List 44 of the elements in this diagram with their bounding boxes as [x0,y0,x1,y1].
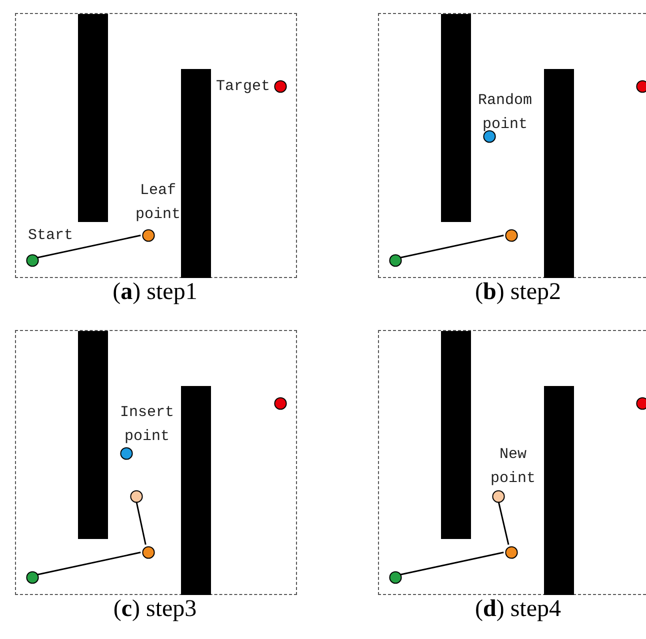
point-marker [130,490,142,502]
obstacle-bar [544,69,574,278]
panel-frame [15,330,297,595]
point-marker [388,570,402,584]
point-marker [26,570,38,584]
obstacle-bar [181,69,211,278]
point-marker [142,546,154,558]
panel-frame [378,330,646,595]
obstacle-bar [78,14,108,222]
path-segment [136,501,146,545]
point-marker [636,396,646,410]
point-marker [26,254,38,266]
obstacle-bar [181,386,211,595]
point-label: Random point [476,91,533,135]
path-segment [37,234,141,258]
panel-caption: (a) step1 [112,279,198,306]
path-segment [400,552,504,576]
point-marker [142,228,154,242]
obstacle-bar [78,331,108,539]
path-segment [400,234,504,258]
obstacle-bar [441,14,471,222]
path-segment [498,501,510,545]
obstacle-bar [544,386,574,595]
point-marker [636,80,646,92]
point-label: New point [489,445,536,489]
path-segment [37,552,141,576]
point-label: Insert point [118,403,175,447]
point-marker [274,396,286,410]
point-marker [504,546,518,558]
panel-frame [378,13,646,278]
point-marker [492,490,504,502]
point-marker [504,228,518,242]
panel-caption: (b) step2 [474,279,562,306]
point-marker [482,130,496,142]
panel-caption: (c) step3 [112,596,198,623]
point-label: Leaf point [134,181,182,225]
point-label: Target [216,77,270,97]
point-label: Start [28,226,74,246]
panel-caption: (d) step4 [474,596,562,623]
point-marker [274,80,286,92]
obstacle-bar [441,331,471,539]
panel-frame [15,13,297,278]
point-marker [120,446,132,460]
point-marker [388,254,402,266]
